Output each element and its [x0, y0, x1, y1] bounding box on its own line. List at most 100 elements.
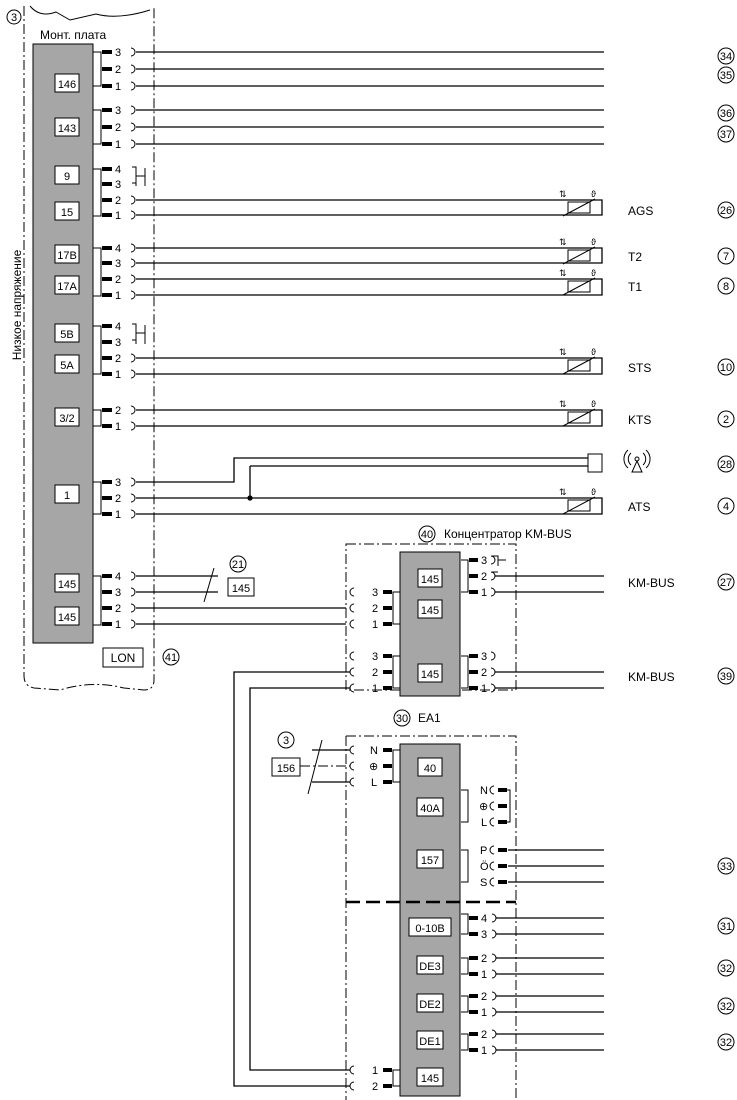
concentrator-145-a: 145	[421, 574, 439, 586]
connector-15: 15	[61, 207, 73, 219]
pin-num: 3	[115, 105, 121, 117]
ags-label: AGS	[628, 204, 653, 218]
pin-num: 2	[115, 353, 121, 365]
pin-num: 3	[481, 651, 487, 663]
kmbus1-label: KM-BUS	[628, 576, 675, 590]
pin-num: 2	[372, 603, 378, 615]
cable-slash	[203, 567, 215, 603]
pin-num: 2	[115, 195, 121, 207]
pin-o: Ö	[480, 861, 489, 873]
board-marker-circle	[6, 9, 22, 25]
svg-text:⇅: ⇅	[559, 237, 567, 247]
pin-num: 3	[115, 258, 121, 270]
mounting-plate	[32, 43, 94, 644]
pin-num: 2	[481, 667, 487, 679]
mains-cable-slash	[307, 739, 323, 795]
connector-5b: 5B	[60, 329, 73, 341]
pin-p: P	[480, 845, 487, 857]
ea1-0-10b: 0-10B	[415, 923, 444, 935]
sts-number: 10	[720, 362, 732, 374]
connector-5a: 5A	[60, 360, 74, 372]
junction-dot	[247, 495, 253, 501]
connector-17b: 17B	[57, 250, 77, 262]
pin-num: 4	[115, 571, 121, 583]
ea1-de2: DE2	[419, 999, 440, 1011]
concentrator-145-b: 145	[421, 605, 439, 617]
pin-num: 1	[481, 1045, 487, 1057]
ea1-de3: DE3	[419, 961, 440, 973]
ats-number: 4	[723, 501, 729, 513]
pin-l: L	[481, 817, 487, 829]
output-36: 36	[720, 108, 732, 120]
pin-num: 3	[481, 929, 487, 941]
low-voltage-label: Низкое напряжение	[10, 249, 24, 360]
ea1-157: 157	[421, 855, 439, 867]
pin-num: 1	[115, 81, 121, 93]
mains-marker: 3	[283, 735, 289, 747]
t1-number: 8	[723, 281, 729, 293]
connector-3-2: 3/2	[59, 413, 74, 425]
pin-s: S	[480, 877, 487, 889]
pin-num: 2	[115, 122, 121, 134]
pin-num: 2	[372, 1081, 378, 1093]
pin-ticks	[102, 50, 112, 626]
pin-num: 1	[481, 587, 487, 599]
board-wires	[136, 51, 604, 625]
mains-156-box: 156	[277, 763, 295, 775]
pin-num: 1	[115, 290, 121, 302]
concentrator-marker: 40	[421, 529, 433, 541]
output-32-de3: 32	[720, 963, 732, 975]
board-frame	[23, 5, 155, 691]
ea1-40: 40	[424, 763, 436, 775]
kmbus2-label: KM-BUS	[628, 670, 675, 684]
connector-146: 146	[58, 79, 76, 91]
pin-num: 3	[115, 337, 121, 349]
pin-num: 1	[115, 509, 121, 521]
pin-num: 1	[115, 139, 121, 151]
svg-text:ϑ: ϑ	[591, 347, 596, 357]
concentrator-145-c: 145	[421, 669, 439, 681]
pin-num: 4	[115, 321, 121, 333]
pin-num: 3	[115, 587, 121, 599]
svg-text:ϑ: ϑ	[591, 237, 596, 247]
pin-num: 2	[481, 571, 487, 583]
svg-text:⇅: ⇅	[559, 189, 567, 199]
radio-number: 28	[720, 459, 732, 471]
pin-pe: ⊕	[369, 761, 378, 773]
svg-text:⇅: ⇅	[559, 268, 567, 278]
pin-num: 1	[115, 369, 121, 381]
pin-num: 2	[481, 1029, 487, 1041]
output-32-de2: 32	[720, 1001, 732, 1013]
svg-text:⇅: ⇅	[559, 487, 567, 497]
sts-label: STS	[628, 361, 651, 375]
pin-num: 4	[115, 243, 121, 255]
ea1-wires	[312, 749, 604, 1051]
cable21-box: 145	[232, 583, 250, 595]
board-title: Монт. плата	[40, 28, 107, 42]
concentrator-title: Концентратор KM-BUS	[444, 527, 572, 541]
cable21-marker: 21	[232, 559, 244, 571]
pin-num: 4	[115, 164, 121, 176]
pin-num: 1	[115, 619, 121, 631]
connector-143: 143	[58, 123, 76, 135]
pin-num: 2	[115, 405, 121, 417]
pin-num: 1	[481, 1007, 487, 1019]
pin-num: 1	[115, 210, 121, 222]
ea1-de1: DE1	[419, 1036, 440, 1048]
pin-num: 2	[481, 991, 487, 1003]
pin-num: 1	[115, 421, 121, 433]
pin-n: N	[480, 785, 488, 797]
lon-marker: 41	[165, 652, 177, 664]
ea1-145: 145	[421, 1073, 439, 1085]
kmbus1-number: 27	[720, 577, 732, 589]
ea1-marker: 30	[396, 713, 408, 725]
pin-num: 3	[372, 587, 378, 599]
svg-text:ϑ: ϑ	[591, 487, 596, 497]
pin-num: 3	[481, 555, 487, 567]
ea1-frame	[345, 735, 517, 1100]
pin-n: N	[370, 745, 378, 757]
pin-num: 3	[115, 47, 121, 59]
pin-num: 2	[372, 667, 378, 679]
svg-text:ϑ: ϑ	[591, 268, 596, 278]
